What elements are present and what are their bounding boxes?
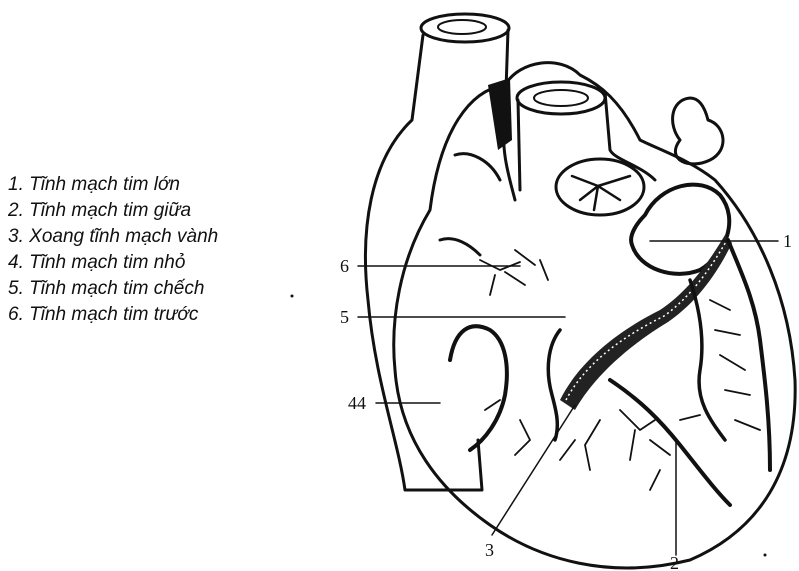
left-atrium-appendage xyxy=(673,98,723,164)
heart-outline xyxy=(394,63,795,568)
coronary-sinus xyxy=(560,235,732,410)
speck xyxy=(291,295,294,298)
valve-cusps xyxy=(572,176,630,210)
speck xyxy=(764,554,767,557)
aorta-opening xyxy=(517,82,605,114)
vena-cava-shadow xyxy=(488,78,512,150)
aorta-lumen xyxy=(534,90,588,106)
callout-3: 3 xyxy=(485,540,494,560)
aorta-outline xyxy=(518,92,655,190)
great-cardiac-vein xyxy=(728,240,770,470)
anterior-vein-branch xyxy=(440,154,500,255)
callout-5: 5 xyxy=(340,307,349,327)
small-vessel-branches xyxy=(480,250,760,490)
middle-cardiac-vein xyxy=(610,380,730,505)
callout-2: 2 xyxy=(670,553,679,571)
posterior-vein xyxy=(548,330,560,440)
callout-4: 44 xyxy=(348,393,366,413)
callout-1: 1 xyxy=(783,231,792,251)
vena-cava-outline xyxy=(365,35,482,490)
callout-6: 6 xyxy=(340,256,349,276)
vena-cava-opening xyxy=(421,14,509,42)
leader-line-3 xyxy=(492,405,575,535)
small-cardiac-vein xyxy=(450,326,507,450)
vena-cava-lumen xyxy=(438,20,486,34)
